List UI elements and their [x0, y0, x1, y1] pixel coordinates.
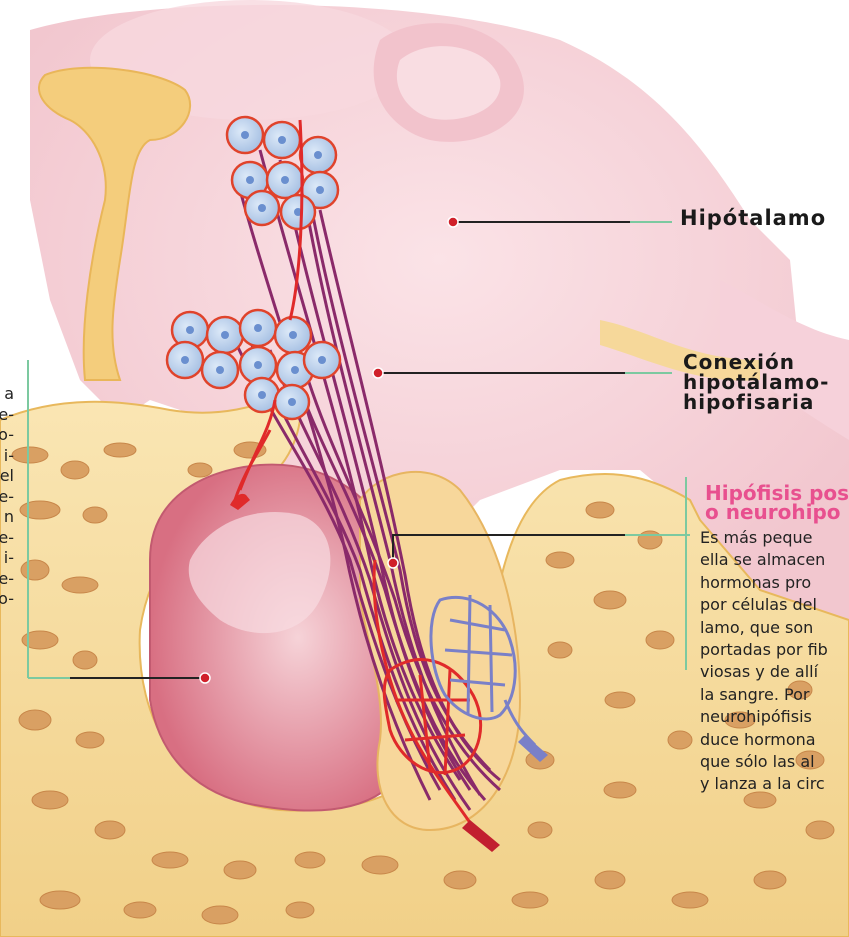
description-line: lamo, que son: [700, 617, 849, 639]
label-hipotalamo: Hipótalamo: [680, 206, 826, 230]
label-conexion: Conexión hipotálamo- hipofisaria: [683, 352, 829, 412]
neurohipofisis-title-line2: o neurohipo: [705, 503, 849, 522]
label-conexion-line1: Conexión: [683, 352, 829, 372]
description-line: ella se almacen: [700, 549, 849, 571]
description-line: por células del: [700, 594, 849, 616]
left-text-line: e-: [0, 487, 14, 508]
left-text-line: e-: [0, 528, 14, 549]
left-text-line: o-: [0, 425, 14, 446]
description-line: y lanza a la circ: [700, 773, 849, 795]
description-line: neurohipófisis: [700, 706, 849, 728]
left-text-line: e-: [0, 569, 14, 590]
left-text-line: n: [0, 507, 14, 528]
label-conexion-line2: hipotálamo-: [683, 372, 829, 392]
description-line: duce hormona: [700, 729, 849, 751]
description-line: Es más peque: [700, 527, 849, 549]
left-text-line: i-: [0, 548, 14, 569]
left-text-line: o-: [0, 589, 14, 610]
label-conexion-line3: hipofisaria: [683, 392, 829, 412]
description-line: la sangre. Por: [700, 684, 849, 706]
left-text-line: a: [0, 384, 14, 405]
description-line: viosas y de allí: [700, 661, 849, 683]
neurohipofisis-title: Hipófisis pos o neurohipo: [705, 484, 849, 522]
description-line: hormonas pro: [700, 572, 849, 594]
left-text-line: e-: [0, 405, 14, 426]
description-line: que sólo las al: [700, 751, 849, 773]
left-text-line: i-: [0, 446, 14, 467]
adenohipofisis-description: a e- o- i- el e- n e- i- e- o-: [0, 384, 14, 610]
description-line: portadas por fib: [700, 639, 849, 661]
left-text-line: el: [0, 466, 14, 487]
neurohipofisis-description: Es más peque ella se almacen hormonas pr…: [700, 527, 849, 796]
